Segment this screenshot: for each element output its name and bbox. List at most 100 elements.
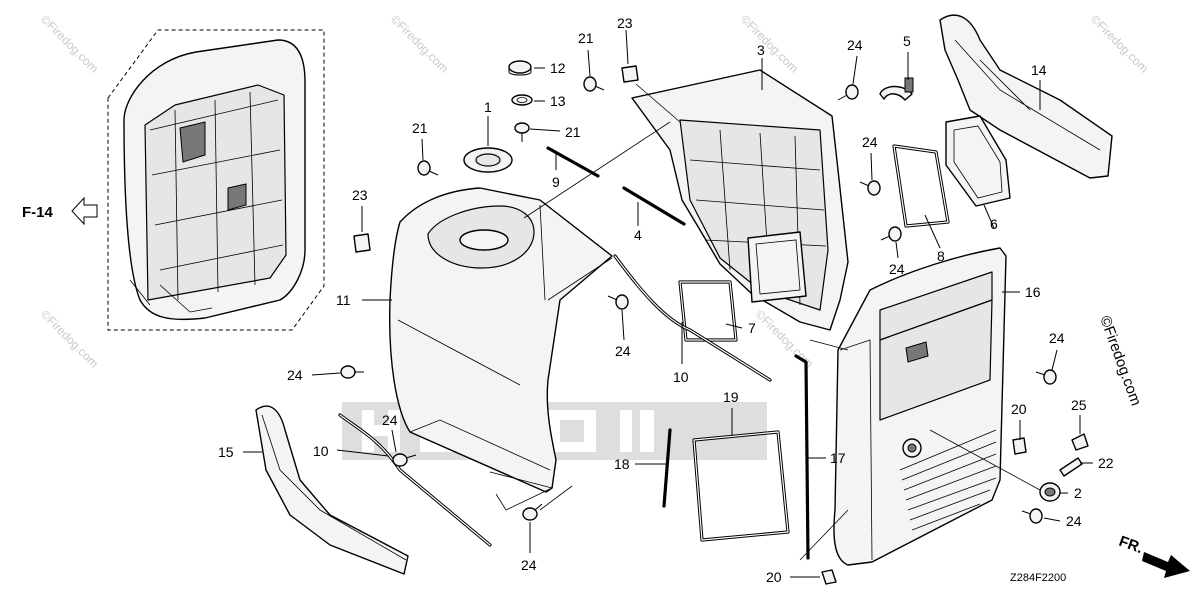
- left-arrow-icon: [71, 196, 98, 226]
- rear-cover-inner: [144, 84, 287, 301]
- callout-22: 22: [1098, 455, 1114, 471]
- side-cover-groove: [397, 319, 521, 386]
- plug-25: [1071, 433, 1089, 451]
- bolt-21-mid: [514, 122, 530, 142]
- bolt-24-panel-lower: [1021, 508, 1043, 524]
- callout-20-upper: 20: [1011, 401, 1027, 417]
- front-panel-louvers: [899, 429, 997, 531]
- callout-2: 2: [1074, 485, 1082, 501]
- trim-strip-edge: [954, 39, 1101, 151]
- detail-frame: [107, 29, 325, 331]
- ring-13: [511, 94, 533, 106]
- callout-24-lower-left: 24: [382, 412, 398, 428]
- callout-21-upper: 21: [578, 30, 594, 46]
- clip-20-upper: [1012, 437, 1027, 455]
- front-panel-recess: [879, 299, 993, 421]
- callout-24-panel: 24: [1049, 330, 1065, 346]
- bolt-21-upper: [583, 76, 605, 92]
- callout-9: 9: [552, 174, 560, 190]
- callout-4: 4: [634, 227, 642, 243]
- inner-panel-3: [631, 69, 849, 331]
- handle-strip-edge: [261, 414, 407, 561]
- handle-15: [255, 405, 409, 575]
- direction-label: FR.: [1117, 533, 1146, 557]
- fuel-opening: [459, 229, 509, 251]
- clip-5: [879, 85, 913, 101]
- bolt-21-left: [417, 160, 439, 176]
- small-parts: [353, 60, 1089, 585]
- seal-8: [892, 144, 950, 228]
- callout-20-lower: 20: [766, 569, 782, 585]
- watermark-vertical: ©Firedog.com: [1096, 314, 1144, 409]
- callout-14: 14: [1031, 62, 1047, 78]
- rear-cover-slot: [227, 183, 247, 211]
- bolt-24-lower-right: [880, 226, 902, 242]
- callout-24-center: 24: [615, 343, 631, 359]
- nut-23-upper: [621, 65, 639, 83]
- callout-1: 1: [484, 99, 492, 115]
- watermark: ©Firedog.com: [38, 307, 101, 370]
- callout-24-top: 24: [847, 37, 863, 53]
- filter-frame-inner: [953, 125, 1003, 199]
- clip-20-lower: [821, 569, 837, 585]
- strip-4: [622, 186, 686, 226]
- callout-24-lower-right: 24: [889, 261, 905, 277]
- callout-23-upper: 23: [617, 15, 633, 31]
- callout-6: 6: [990, 216, 998, 232]
- front-direction: FR.: [1117, 533, 1190, 578]
- bolt-24-center: [607, 294, 629, 310]
- callout-15: 15: [218, 444, 234, 460]
- front-arrow-icon: [1142, 552, 1190, 578]
- callout-11: 11: [336, 292, 351, 308]
- callout-24-bottom: 24: [521, 557, 537, 573]
- front-panel-edge: [839, 339, 873, 561]
- nut-23-lower: [353, 233, 371, 253]
- callout-23-lower: 23: [352, 187, 368, 203]
- bolt-24-bottom: [522, 503, 543, 521]
- side-cover-edge: [539, 204, 613, 301]
- inner-panel-window-inner: [755, 239, 801, 295]
- handle-strip: [255, 405, 409, 575]
- callout-12: 12: [550, 60, 566, 76]
- bolt-24-right: [859, 180, 881, 196]
- cap-12: [508, 60, 532, 74]
- callout-13: 13: [550, 93, 566, 109]
- filter-frame: [945, 115, 1011, 207]
- callout-24-right: 24: [862, 134, 878, 150]
- rear-cover-base: [129, 279, 213, 313]
- strip-18: [662, 428, 672, 508]
- watermark: ©Firedog.com: [1088, 12, 1151, 75]
- reference-arrow: F-14: [22, 196, 98, 226]
- pin-22: [1059, 457, 1083, 477]
- front-panel-16: [833, 247, 1007, 566]
- callout-21-mid: 21: [565, 124, 581, 140]
- reference-label: F-14: [22, 204, 54, 221]
- bolt-24-left: [340, 365, 364, 379]
- strip-17: [794, 354, 810, 560]
- bolt-24-top: [837, 84, 859, 101]
- side-cover-body: [389, 187, 613, 493]
- callouts: 1 2 3 4 5 6 7 8 9 10 10 11 12 13 14 15 1…: [218, 15, 1114, 585]
- callout-8: 8: [937, 248, 945, 264]
- callout-5: 5: [903, 33, 911, 49]
- callout-24-panel-lower: 24: [1066, 513, 1082, 529]
- inner-panel-window: [747, 231, 807, 303]
- seal-7: [678, 280, 738, 342]
- front-panel-switch: [905, 341, 929, 363]
- callout-10-lower: 10: [313, 443, 329, 459]
- watermark: ©Firedog.com: [738, 12, 801, 75]
- rear-cover-ribs-v: [174, 91, 256, 301]
- side-cover-bottom: [409, 419, 551, 471]
- callout-10-upper: 10: [673, 369, 689, 385]
- bolt-24-lower-left: [392, 453, 417, 467]
- watermark: ©Firedog.com: [388, 12, 451, 75]
- callout-18: 18: [614, 456, 630, 472]
- filter-6: [945, 115, 1011, 207]
- rear-cover-detail: [107, 29, 325, 331]
- callout-3: 3: [757, 42, 765, 58]
- watermark: ©Firedog.com: [38, 12, 101, 75]
- leader-lines: [243, 29, 1093, 578]
- bolts: [340, 76, 1057, 524]
- callout-19: 19: [723, 389, 739, 405]
